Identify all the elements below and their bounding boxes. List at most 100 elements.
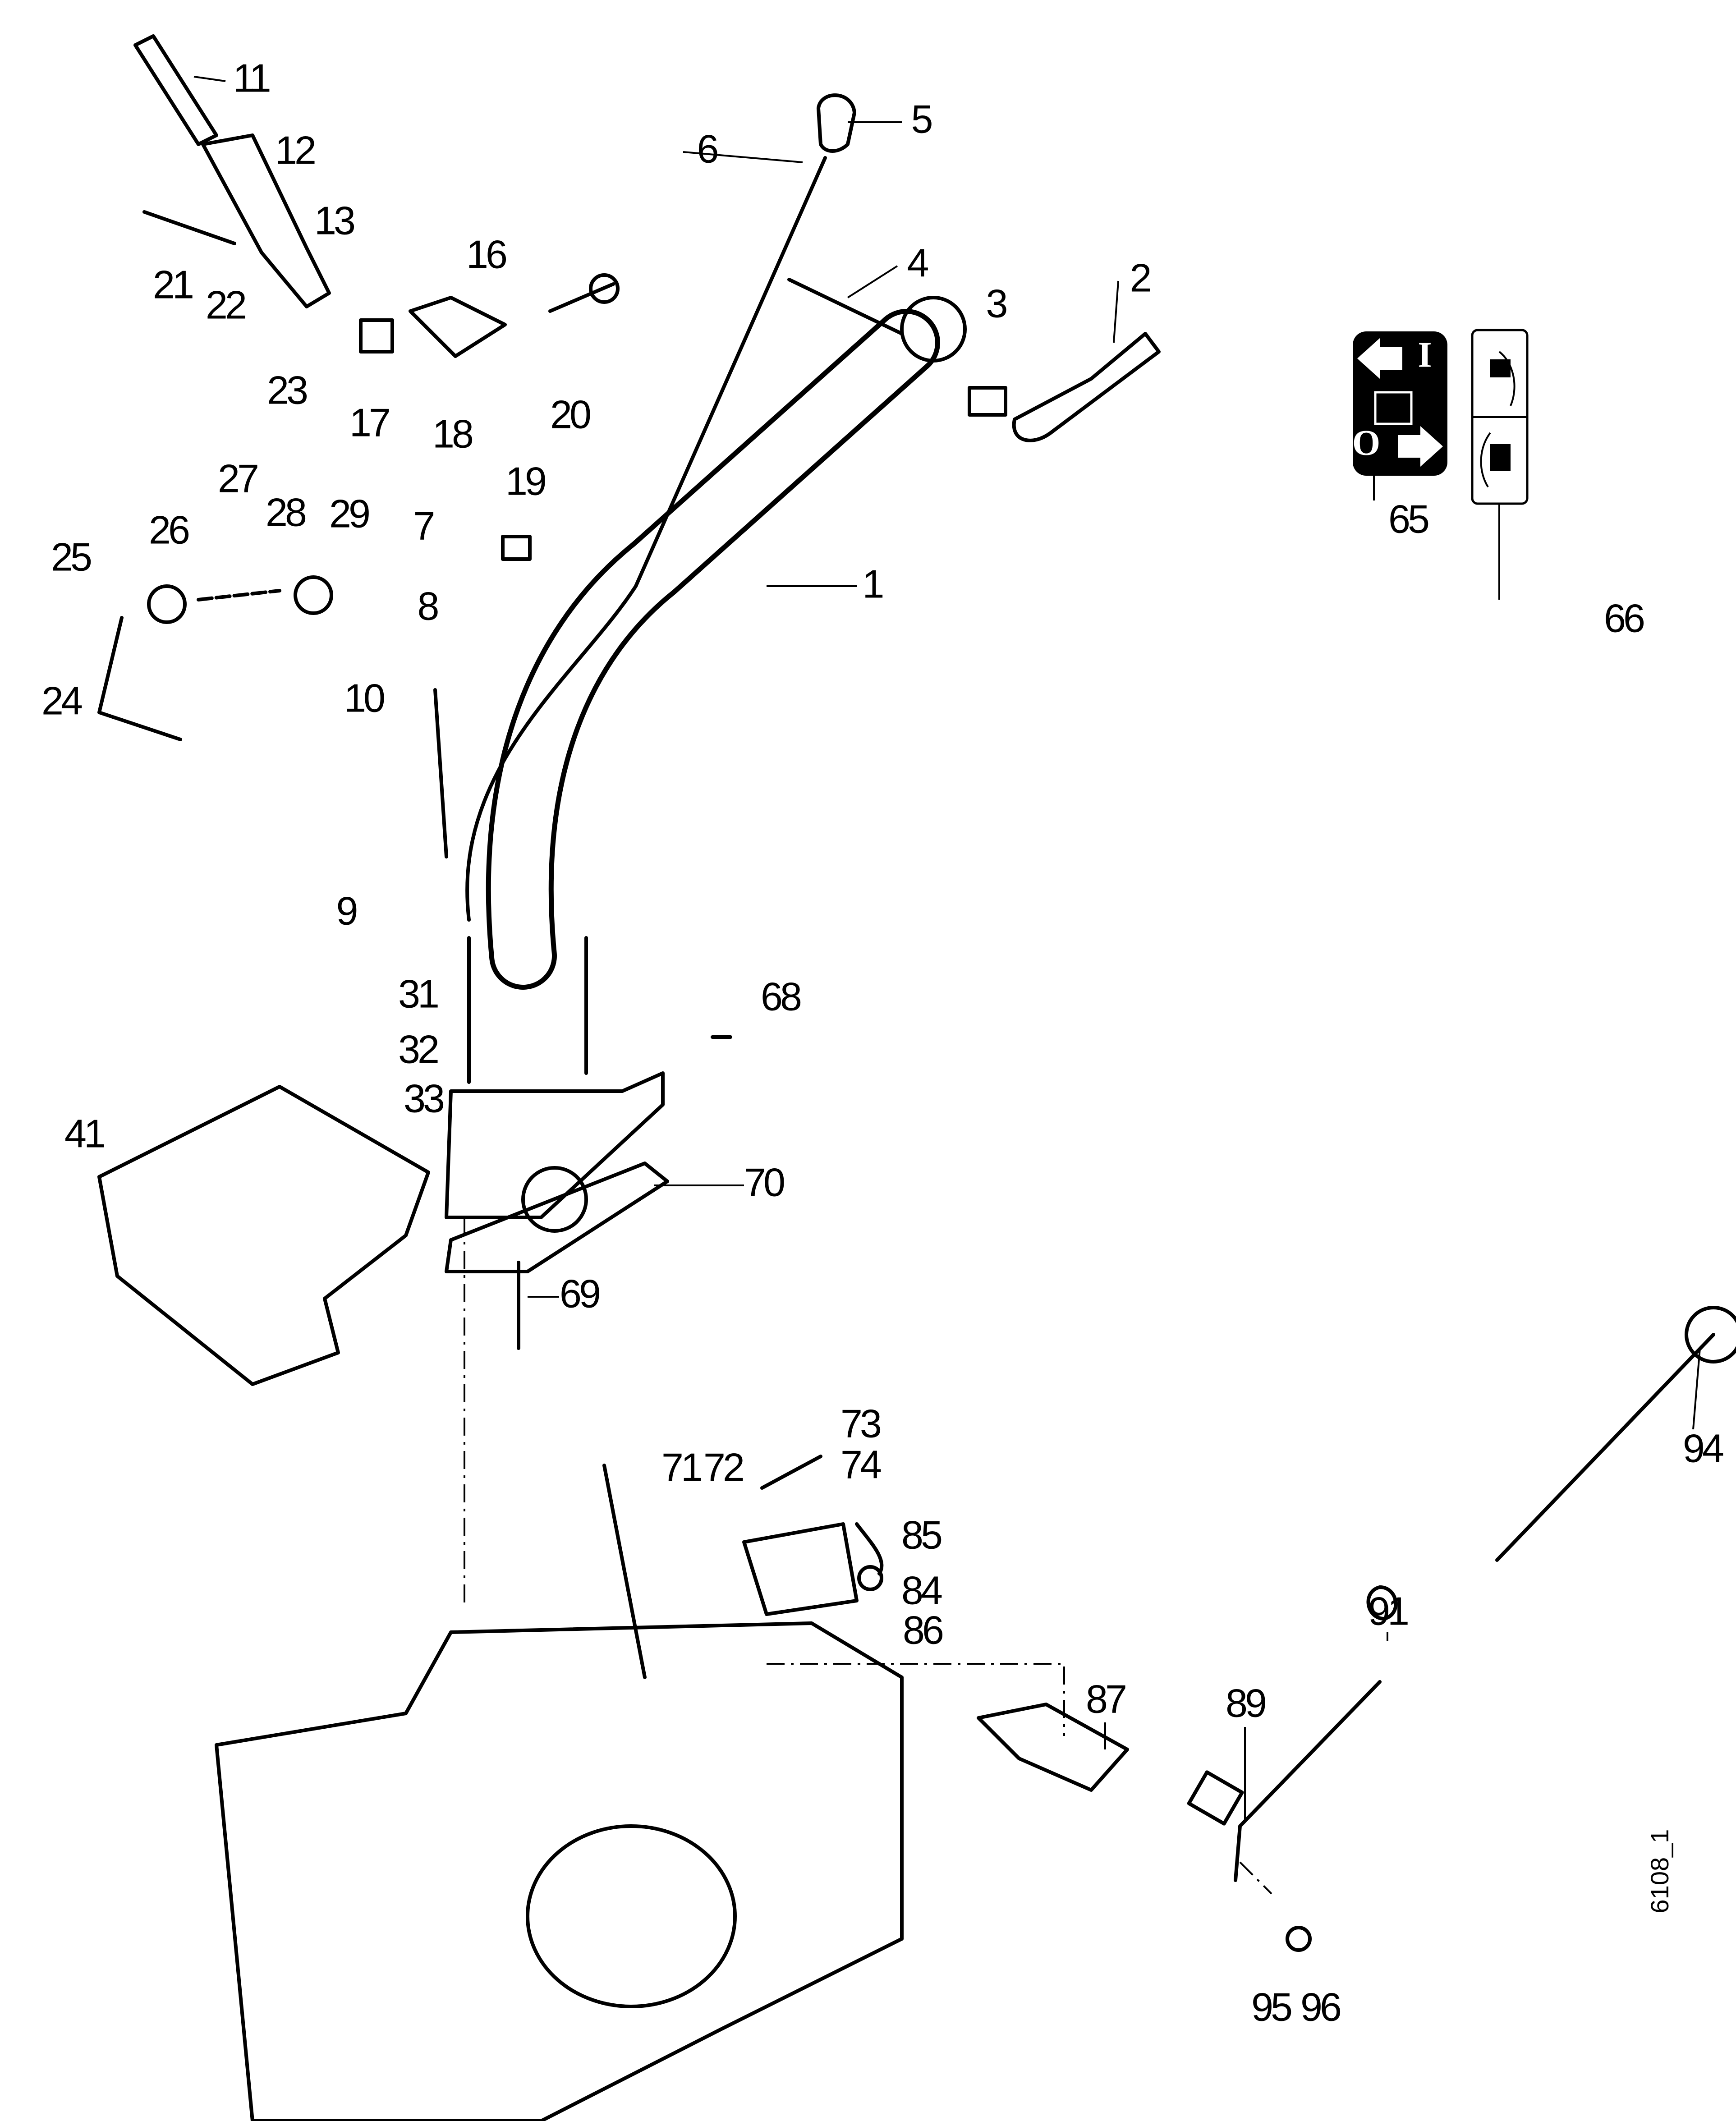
- callout-16: 16: [466, 232, 506, 276]
- callout-31: 31: [398, 971, 438, 1016]
- ring-part-29: [294, 575, 333, 615]
- nut-part-91: [1366, 1585, 1398, 1621]
- shift-rod-part-6: [465, 156, 827, 922]
- callout-85: 85: [901, 1512, 941, 1557]
- callout-96: 96: [1300, 1984, 1341, 2029]
- pin-eye: [589, 273, 620, 304]
- pin-part-25: [97, 616, 182, 741]
- pin-part-20: [548, 282, 615, 313]
- callout-86: 86: [903, 1607, 943, 1652]
- clip-part-96: [1286, 1926, 1312, 1952]
- assembly-line-2: [1239, 1861, 1272, 1895]
- nut-part-85: [855, 1522, 884, 1575]
- spacer-part-17: [359, 318, 394, 354]
- nut-part-84: [857, 1565, 883, 1591]
- linkage-plate: [742, 1522, 859, 1616]
- callout-8: 8: [418, 583, 438, 628]
- callout-28: 28: [266, 490, 306, 534]
- gear-ring: [900, 296, 967, 363]
- callout-2: 2: [1130, 255, 1150, 300]
- handle-tube-part-1: [486, 296, 967, 990]
- callout-91: 91: [1368, 1588, 1408, 1633]
- knob-part-5: [817, 93, 856, 153]
- callout-9: 9: [336, 888, 357, 933]
- bolt-part-4: [787, 278, 904, 335]
- callout-66: 66: [1604, 596, 1644, 640]
- callout-69: 69: [560, 1271, 599, 1316]
- clevis-part-18: [409, 296, 507, 358]
- callout-29: 29: [329, 491, 369, 536]
- lever-part-12: [201, 133, 331, 308]
- callout-41: 41: [64, 1111, 104, 1156]
- rotate-arrow-icon: [1498, 351, 1516, 406]
- callout-10: 10: [344, 675, 384, 720]
- shift-arm: [602, 1464, 647, 1679]
- drawing-number: 6108_1: [1645, 1829, 1674, 1914]
- callout-25: 25: [51, 534, 91, 579]
- callout-84: 84: [901, 1568, 942, 1612]
- callout-labels: 1 2 3 4 5 6 7 8 9 10 11 12 13 16 17 18 1…: [41, 55, 1726, 2029]
- callout-94: 94: [1683, 1426, 1723, 1470]
- callout-24: 24: [41, 678, 82, 723]
- callout-68: 68: [761, 974, 801, 1019]
- callout-1: 1: [863, 561, 883, 606]
- callout-17: 17: [349, 400, 389, 445]
- assembly-line: [464, 1217, 1065, 1736]
- callout-71: 71: [661, 1445, 701, 1489]
- grip-part-11: [133, 34, 218, 146]
- callout-27: 27: [218, 456, 257, 500]
- callout-74: 74: [840, 1442, 881, 1487]
- cover-part-87: [977, 1703, 1129, 1792]
- rotate-arrow-icon-2: [1480, 432, 1491, 488]
- gearbox-flange: [526, 1824, 737, 2008]
- housing-base: [445, 1071, 665, 1219]
- ring-part-26: [147, 584, 187, 624]
- chain-part-28: [197, 589, 281, 601]
- gearbox-housing: [215, 1621, 904, 2121]
- callout-6: 6: [697, 126, 718, 171]
- arrow-left-icon: [1357, 338, 1402, 379]
- ball-knob-part-94: [1685, 1306, 1736, 1364]
- clamp-lever-part-2: [1012, 332, 1161, 442]
- callout-21: 21: [153, 262, 193, 307]
- callout-18: 18: [432, 411, 473, 456]
- callout-95: 95: [1251, 1984, 1291, 2029]
- callout-4: 4: [907, 240, 928, 285]
- block-part-95: [1187, 1770, 1244, 1826]
- decal-symbol-on: I: [1418, 335, 1432, 375]
- tiller-icon-2: [1490, 444, 1511, 471]
- decal-symbol-off: O: [1352, 423, 1380, 463]
- arrow-right-icon: [1398, 426, 1443, 467]
- callout-7: 7: [413, 503, 434, 548]
- callout-70: 70: [744, 1160, 784, 1204]
- decal-part-65: I O: [1352, 331, 1447, 476]
- rod-part-94: [1495, 1333, 1715, 1562]
- pto-shaft-icon: [1374, 391, 1413, 425]
- callout-23: 23: [267, 367, 307, 412]
- callout-32: 32: [398, 1027, 438, 1071]
- pin-part-10: [433, 688, 448, 858]
- spline-ring: [521, 1166, 588, 1233]
- bolt-part-21: [142, 210, 236, 245]
- callout-87: 87: [1086, 1676, 1125, 1721]
- callout-22: 22: [206, 282, 245, 327]
- leader-lines: [193, 76, 1701, 1822]
- callout-5: 5: [911, 96, 932, 141]
- callout-89: 89: [1226, 1680, 1265, 1725]
- callout-33: 33: [404, 1076, 444, 1120]
- clip-part-8: [501, 535, 532, 561]
- callout-65: 65: [1388, 496, 1428, 541]
- callout-13: 13: [314, 198, 354, 243]
- tiller-icon: [1490, 359, 1511, 377]
- callout-11: 11: [233, 55, 269, 100]
- callout-26: 26: [149, 507, 189, 552]
- plate-part-70: [445, 1162, 669, 1273]
- decal-part-66: [1471, 329, 1529, 505]
- callout-19: 19: [505, 459, 545, 503]
- callout-3: 3: [986, 281, 1007, 326]
- callout-73: 73: [840, 1401, 881, 1446]
- bushing-part-3: [968, 386, 1007, 417]
- callout-12: 12: [275, 128, 315, 172]
- callout-72: 72: [703, 1445, 743, 1489]
